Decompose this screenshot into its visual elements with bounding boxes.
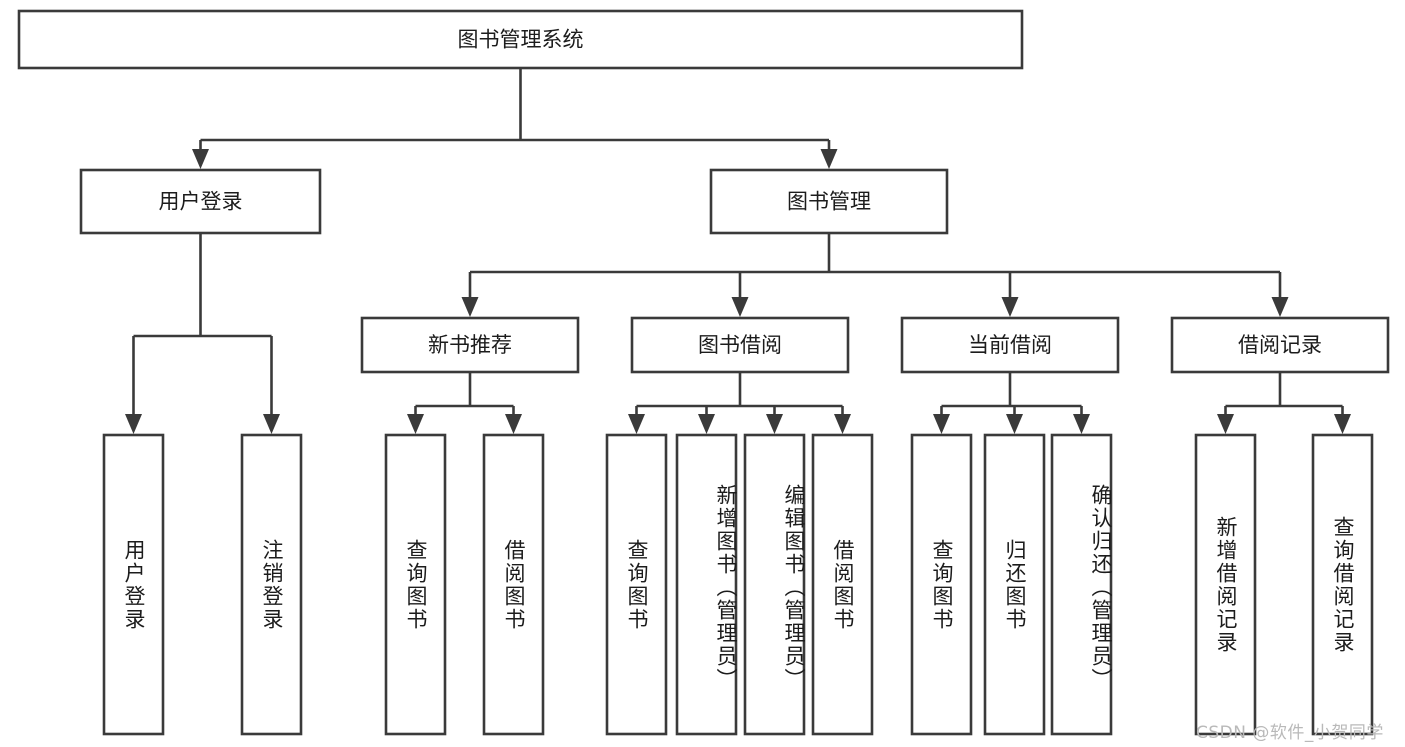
arrow-head-icon [820,149,838,169]
arrow-head-icon [505,414,522,434]
arrow-head-icon [698,414,715,434]
node-box-leaf-add-book-admin[interactable] [675,433,738,736]
arrow-head-icon [1334,414,1351,434]
arrow-head-icon [263,414,280,434]
node-box-borrow-record[interactable] [1170,316,1390,374]
node-box-book-management[interactable] [709,168,949,235]
node-box-current-borrow[interactable] [900,316,1120,374]
node-box-leaf-confirm-return-admin[interactable] [1050,433,1113,736]
node-label-current-borrow: 当前借阅 [968,333,1052,357]
arrow-head-icon [192,149,209,169]
node-box-leaf-query-book-current[interactable] [910,433,973,736]
node-label-root: 图书管理系统 [458,28,584,52]
node-box-book-borrow[interactable] [630,316,850,374]
node-box-new-book-recommend[interactable] [360,316,580,374]
node-box-leaf-borrow-book-recommend[interactable] [482,433,545,736]
arrow-head-icon [766,414,783,434]
arrow-head-icon [1271,297,1289,317]
arrow-head-icon [933,414,950,434]
node-box-leaf-query-book-borrow[interactable] [605,433,668,736]
arrow-head-icon [461,297,479,317]
node-box-layer [17,9,1390,736]
connector-layer [125,68,1351,434]
node-box-leaf-query-book-recommend[interactable] [384,433,447,736]
node-label-book-borrow: 图书借阅 [698,333,782,357]
arrow-head-icon [1001,297,1019,317]
node-box-leaf-return-book[interactable] [983,433,1046,736]
arrow-head-icon [834,414,851,434]
node-box-leaf-logout-login[interactable] [240,433,303,736]
node-box-leaf-edit-book-admin[interactable] [743,433,806,736]
arrow-head-icon [1006,414,1023,434]
arrow-head-icon [628,414,645,434]
arrow-head-icon [1217,414,1234,434]
node-box-leaf-add-borrow-record[interactable] [1194,433,1257,736]
csdn-watermark: CSDN @软件_小贺同学 [1196,723,1384,743]
arrow-head-icon [1073,414,1090,434]
node-box-root[interactable] [17,9,1024,70]
node-label-user-login: 用户登录 [159,190,243,214]
node-box-user-login[interactable] [79,168,322,235]
node-box-leaf-borrow-book-borrow[interactable] [811,433,874,736]
arrow-head-icon [407,414,424,434]
node-label-new-book-recommend: 新书推荐 [428,333,512,357]
arrow-head-icon [125,414,142,434]
node-label-borrow-record: 借阅记录 [1238,333,1322,357]
node-box-leaf-query-borrow-record[interactable] [1311,433,1374,736]
node-label-book-management: 图书管理 [787,190,871,214]
arrow-head-icon [731,297,749,317]
node-box-leaf-user-login[interactable] [102,433,165,736]
